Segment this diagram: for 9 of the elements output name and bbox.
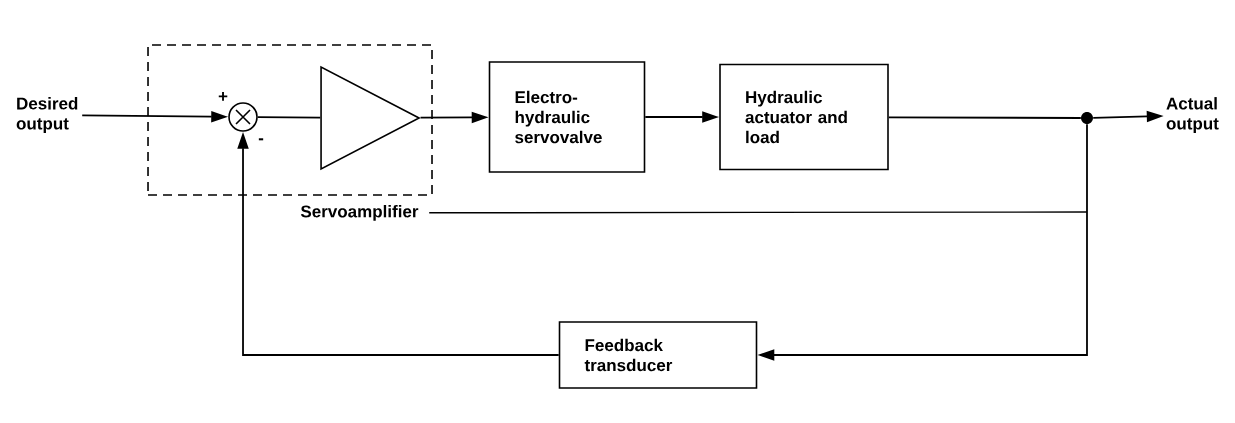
process-box: Feedback transducer <box>558 321 758 389</box>
sign-label: - <box>258 138 264 141</box>
sign-label: + <box>218 92 228 101</box>
signal-label: Desired output <box>16 97 78 133</box>
group-label: Servoamplifier <box>300 205 419 221</box>
process-box: Electro- hydraulic servovalve <box>488 61 646 173</box>
process-box: Hydraulic actuator and load <box>719 63 889 171</box>
signal-label: Actual output <box>1166 97 1219 133</box>
summing-junction <box>228 102 258 132</box>
